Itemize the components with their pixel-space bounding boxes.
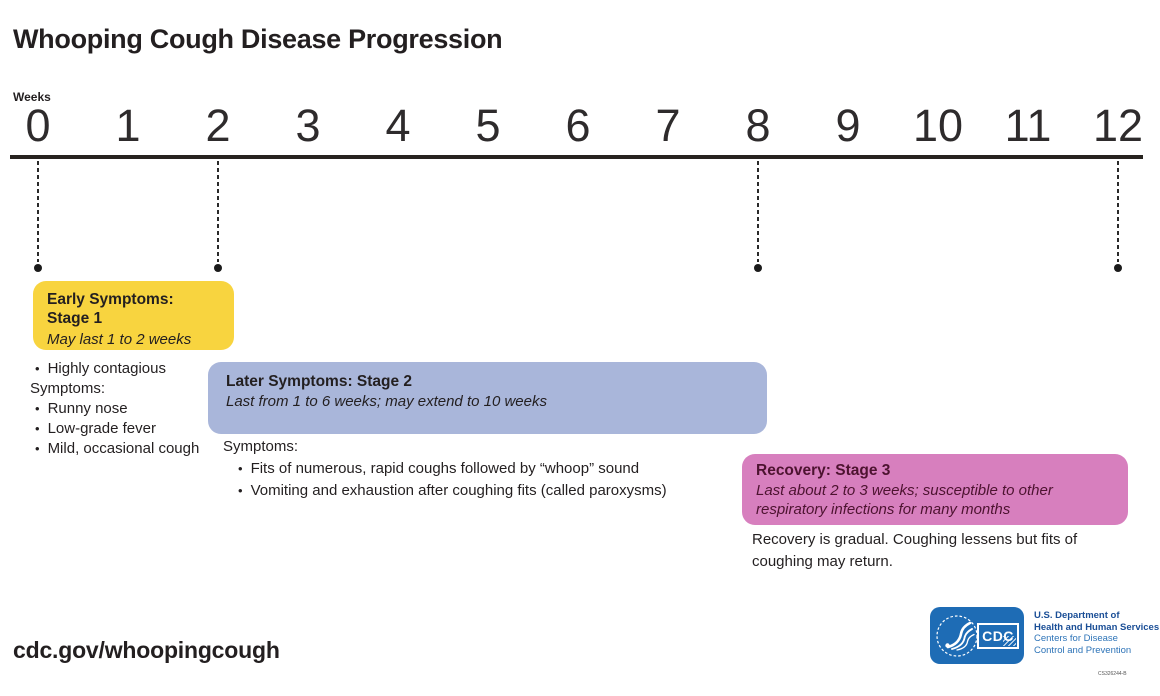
timeline-axis (10, 155, 1143, 159)
cdc-hhs-logo: CDC (930, 607, 1024, 664)
hhs-line: U.S. Department of (1034, 610, 1120, 621)
week-tick-3: 3 (295, 100, 321, 151)
cdc-line: Control and Prevention (1034, 644, 1132, 656)
dashed-line (1117, 161, 1119, 262)
week-tick-8: 8 (745, 100, 771, 151)
timeline-marker-week12 (1114, 161, 1122, 272)
stage1-symptoms-label: Symptoms: (30, 380, 106, 397)
stage2-duration: Last from 1 to 6 weeks; may extend to 10… (226, 393, 547, 411)
stage1-symptom: Runny nose (30, 399, 235, 419)
marker-dot (214, 264, 222, 272)
stage2-symptoms-label: Symptoms: (223, 438, 299, 455)
timeline-marker-week8 (754, 161, 762, 272)
page-title: Whooping Cough Disease Progression (13, 24, 503, 54)
marker-dot (34, 264, 42, 272)
timeline-marker-week2 (214, 161, 222, 272)
hhs-line: Health and Human Services (1034, 621, 1160, 633)
stage2-header: Later Symptoms: Stage 2 (226, 373, 413, 390)
dashed-line (757, 161, 759, 262)
week-tick-5: 5 (475, 100, 501, 151)
week-tick-0: 0 (25, 100, 51, 151)
cdc-line: Centers for Disease (1034, 633, 1118, 644)
week-tick-10: 10 (912, 100, 964, 151)
hhs-eagle-icon (936, 615, 978, 657)
marker-dot (754, 264, 762, 272)
stage3-duration: Last about 2 to 3 weeks; susceptible to … (756, 482, 1053, 519)
dashed-line (37, 161, 39, 262)
axis-label: Weeks (13, 90, 51, 104)
stage2-box: Later Symptoms: Stage 2 Last from 1 to 6… (208, 362, 767, 434)
cdc-url: cdc.gov/whoopingcough (13, 637, 280, 663)
stage2-symptom: Vomiting and exhaustion after coughing f… (233, 480, 743, 502)
week-tick-1: 1 (115, 100, 141, 151)
document-code: CS326244-B (1098, 671, 1127, 677)
timeline-marker-week0 (34, 161, 42, 272)
stage2-notes: Symptoms: Fits of numerous, rapid coughs… (223, 436, 743, 502)
stage1-symptom: Mild, occasional cough (30, 439, 235, 459)
hhs-cdc-wordmark: U.S. Department of Health and Human Serv… (1034, 610, 1159, 656)
stage3-note: Recovery is gradual. Coughing lessens bu… (752, 531, 1078, 570)
week-tick-11: 11 (1004, 100, 1052, 151)
stage3-header: Recovery: Stage 3 (756, 462, 891, 479)
week-tick-4: 4 (385, 100, 411, 151)
stage1-duration: May last 1 to 2 weeks (47, 330, 192, 348)
cdc-acronym-box: CDC (977, 623, 1019, 649)
cdc-acronym: CDC (982, 628, 1014, 644)
stage1-highlight: Highly contagious (30, 359, 235, 379)
stage1-notes: Highly contagious Symptoms: Runny nose L… (30, 359, 235, 459)
week-tick-7: 7 (655, 100, 681, 151)
marker-dot (1114, 264, 1122, 272)
week-tick-6: 6 (565, 100, 591, 151)
week-tick-12: 12 (1092, 100, 1144, 151)
stage1-symptom: Low-grade fever (30, 419, 235, 439)
dashed-line (217, 161, 219, 262)
week-tick-2: 2 (205, 100, 231, 151)
week-tick-9: 9 (835, 100, 861, 151)
stage3-box: Recovery: Stage 3 Last about 2 to 3 week… (742, 454, 1128, 525)
stage1-header: Early Symptoms: Stage 1 (47, 291, 174, 328)
stage1-box: Early Symptoms: Stage 1 May last 1 to 2 … (33, 281, 234, 350)
stage2-symptom: Fits of numerous, rapid coughs followed … (233, 458, 743, 480)
